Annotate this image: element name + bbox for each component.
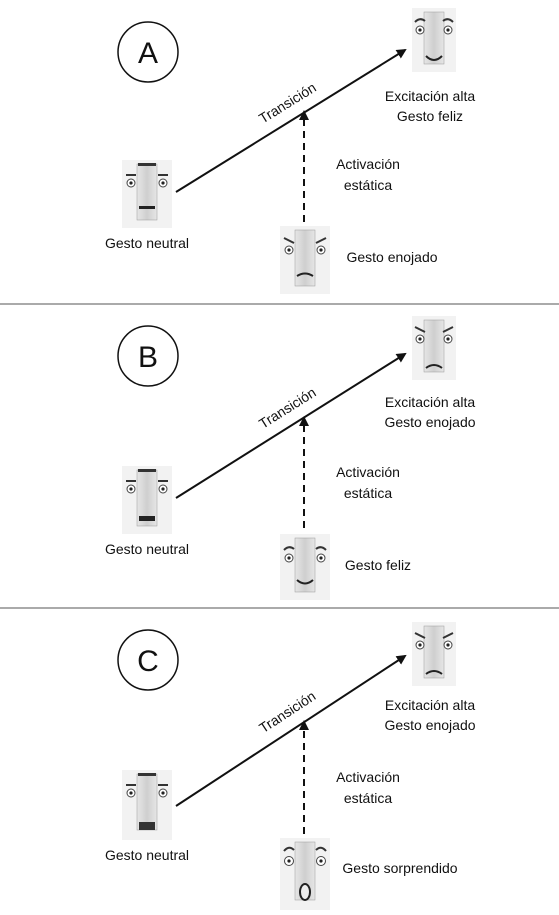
panel-letter: C (137, 645, 159, 678)
transition-arrow (175, 48, 407, 193)
robot-face-static (280, 226, 330, 294)
panel-letter-circle (117, 629, 179, 691)
panel-c: C Excitación alta Gesto enojado Gesto ne… (105, 622, 476, 910)
robot-face-end (412, 316, 456, 380)
transition-arrow (175, 654, 407, 807)
end-label-line1: Excitación alta (385, 697, 475, 713)
static-label-line1: Activación (336, 156, 400, 172)
robot-face-static (280, 534, 330, 600)
robot-face-end (412, 8, 456, 72)
transition-label: Transición (256, 384, 319, 432)
start-label: Gesto neutral (105, 541, 189, 557)
robot-face-static (280, 838, 330, 910)
end-label-line2: Gesto feliz (397, 108, 463, 124)
static-label-line2: estática (344, 485, 392, 501)
static-label-line2: estática (344, 790, 392, 806)
static-face-label: Gesto sorprendido (342, 860, 457, 876)
robot-face-start (122, 770, 172, 840)
transition-arrow (175, 352, 407, 499)
panel-letter: A (138, 37, 158, 70)
end-label-line1: Excitación alta (385, 88, 475, 104)
end-label-line2: Gesto enojado (384, 717, 475, 733)
end-label-line2: Gesto enojado (384, 414, 475, 430)
robot-face-start (122, 466, 172, 534)
transition-label: Transición (256, 79, 319, 126)
static-face-label: Gesto feliz (345, 557, 411, 573)
static-label-line1: Activación (336, 464, 400, 480)
panel-b: B Excitación alta Gesto enojado Gesto ne… (105, 316, 476, 600)
static-face-label: Gesto enojado (346, 249, 437, 265)
panel-letter-circle (117, 325, 179, 387)
start-label: Gesto neutral (105, 235, 189, 251)
panel-letter: B (138, 341, 158, 374)
robot-face-start (122, 160, 172, 228)
transition-label: Transición (256, 688, 318, 736)
robot-face-end (412, 622, 456, 686)
end-label-line1: Excitación alta (385, 394, 475, 410)
panel-letter-circle (117, 21, 179, 83)
static-label-line2: estática (344, 177, 392, 193)
static-label-line1: Activación (336, 769, 400, 785)
start-label: Gesto neutral (105, 847, 189, 863)
panel-a: A Excitación alta Gesto feliz Gesto neut… (105, 8, 475, 294)
